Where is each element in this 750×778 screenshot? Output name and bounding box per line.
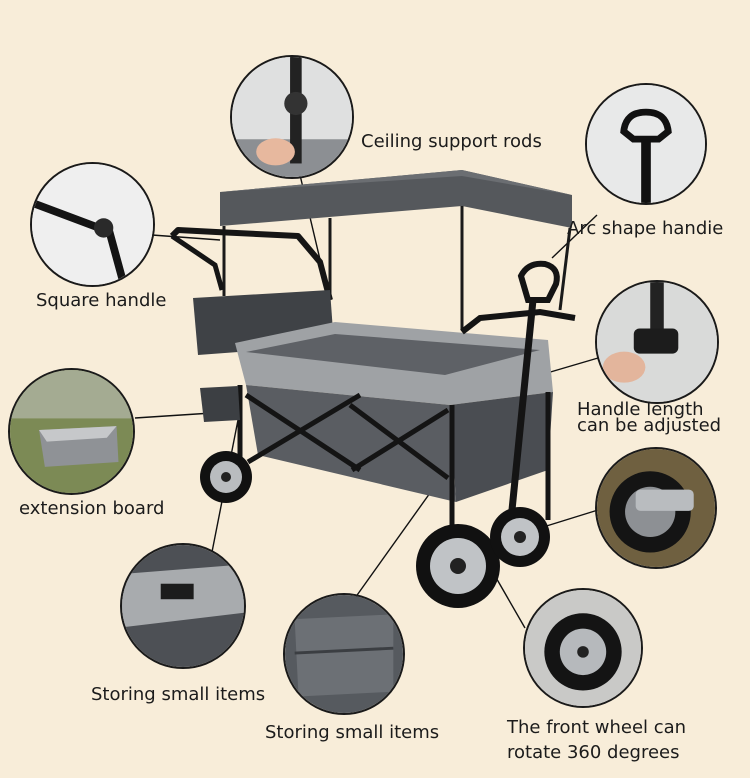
detail-front-wheel-closeup [595,447,717,569]
label-front-wheel-1: The front wheel can [507,717,687,738]
label-extension-board: extension board [19,498,165,519]
detail-handle-length [595,280,719,404]
label-handle-length-2: can be adjusted [577,415,722,436]
label-arc-shape-handle: Arc shape handie [567,218,724,239]
label-front-wheel-2: rotate 360 degrees [507,742,680,763]
label-square-handle: Square handle [36,290,167,311]
wagon-body [200,322,553,560]
detail-storage-left [120,543,246,669]
label-storing-small-items-center: Storing small items [265,722,440,743]
detail-square-handle [30,162,155,287]
label-ceiling-support-rods: Ceiling support rods [361,131,542,152]
detail-extension-board [8,368,135,495]
detail-arc-handle [585,83,707,205]
wheels [200,451,550,608]
detail-ceiling-rods [230,55,354,179]
canopy [220,170,572,330]
label-handle-length-1: Handle length [577,399,704,420]
front-handle [460,260,576,511]
detail-storage-center [283,593,405,715]
detail-front-wheel-rotate [523,588,643,708]
label-storing-small-items-left: Storing small items [91,684,266,705]
